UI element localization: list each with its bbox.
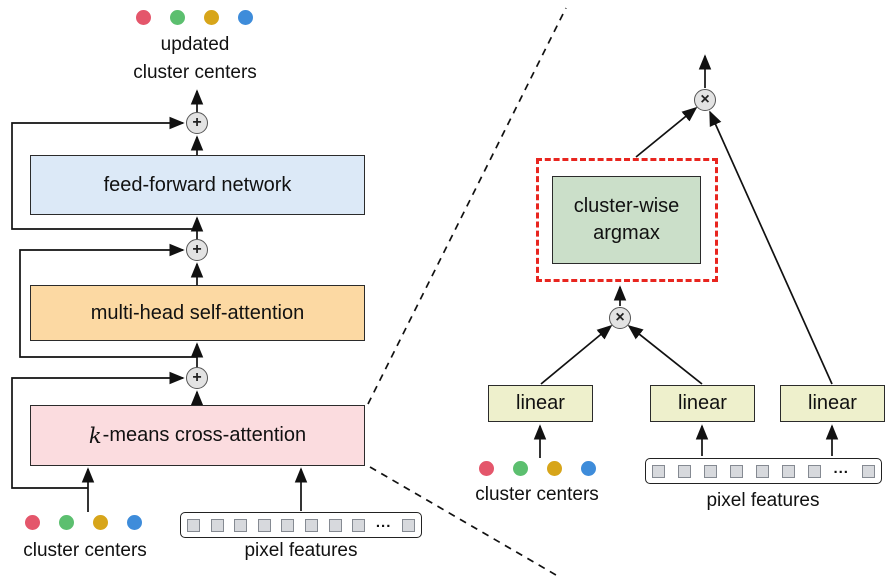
cluster-dot-red-icon — [136, 10, 151, 25]
linear-label: linear — [516, 392, 565, 414]
feature-square — [257, 518, 271, 532]
updated-cluster-centers-label: updated cluster centers — [85, 31, 305, 87]
ellipsis-label: ... — [833, 460, 849, 477]
argmax-label-line2: argmax — [593, 222, 660, 244]
cluster-dot-gold-icon — [93, 515, 108, 530]
add-icon: + — [186, 367, 208, 389]
feature-square — [328, 518, 342, 532]
linear-key-block: linear — [650, 385, 755, 422]
updated-label-line2: cluster centers — [133, 62, 257, 83]
feature-square — [402, 518, 415, 532]
cluster-centers-dots — [25, 515, 142, 530]
cluster-dot-green-icon — [59, 515, 74, 530]
kmeans-cross-attention-block: k-means cross-attention — [30, 405, 365, 466]
feature-square — [187, 518, 200, 532]
linear-value-block: linear — [780, 385, 885, 422]
argmax-label-line1: cluster-wise — [573, 195, 680, 217]
feed-forward-network-block: feed-forward network — [30, 155, 365, 215]
add-icon: + — [186, 239, 208, 261]
feature-square — [210, 518, 224, 532]
ffn-label: feed-forward network — [103, 173, 292, 196]
feature-square — [234, 518, 248, 532]
feature-square — [755, 464, 769, 478]
cluster-dot-gold-icon — [547, 461, 562, 476]
add-icon: + — [186, 112, 208, 134]
cluster-centers-label: cluster centers — [23, 540, 147, 561]
feature-square — [703, 464, 717, 478]
cluster-dot-blue-icon — [238, 10, 253, 25]
linear-label: linear — [808, 392, 857, 414]
feature-square — [729, 464, 743, 478]
updated-label-line1: updated — [160, 34, 230, 55]
cluster-dot-red-icon — [25, 515, 40, 530]
pixel-features-label: pixel features — [706, 490, 820, 511]
cluster-dot-gold-icon — [204, 10, 219, 25]
feature-square — [652, 464, 665, 478]
cluster-dot-red-icon — [479, 461, 494, 476]
feature-square — [861, 464, 875, 478]
pixel-features-strip: ... — [180, 512, 422, 538]
feature-square — [781, 464, 795, 478]
pixel-features-strip: ... — [645, 458, 882, 484]
cluster-centers-dots — [479, 461, 596, 476]
cluster-dot-blue-icon — [127, 515, 142, 530]
multiply-icon: × — [694, 89, 716, 111]
feature-square — [305, 518, 319, 532]
kmeans-k-label: k — [88, 423, 102, 448]
feature-square — [807, 464, 821, 478]
multi-head-self-attention-block: multi-head self-attention — [30, 285, 365, 341]
feature-square — [352, 518, 366, 532]
cluster-dot-green-icon — [513, 461, 528, 476]
linear-label: linear — [678, 392, 727, 414]
cluster-dot-blue-icon — [581, 461, 596, 476]
mhsa-label: multi-head self-attention — [90, 301, 305, 324]
feature-square — [677, 464, 691, 478]
feature-square — [281, 518, 295, 532]
cluster-wise-argmax-block: cluster-wise argmax — [552, 176, 701, 264]
cluster-centers-label: cluster centers — [475, 484, 599, 505]
pixel-features-label: pixel features — [244, 540, 358, 561]
argmax-dashed-highlight-box — [536, 158, 718, 282]
linear-query-block: linear — [488, 385, 593, 422]
ellipsis-label: ... — [375, 514, 392, 531]
kmeans-label-rest: -means cross-attention — [102, 424, 307, 446]
cluster-dot-green-icon — [170, 10, 185, 25]
updated-cluster-centers-dots — [136, 10, 253, 25]
multiply-icon: × — [609, 307, 631, 329]
